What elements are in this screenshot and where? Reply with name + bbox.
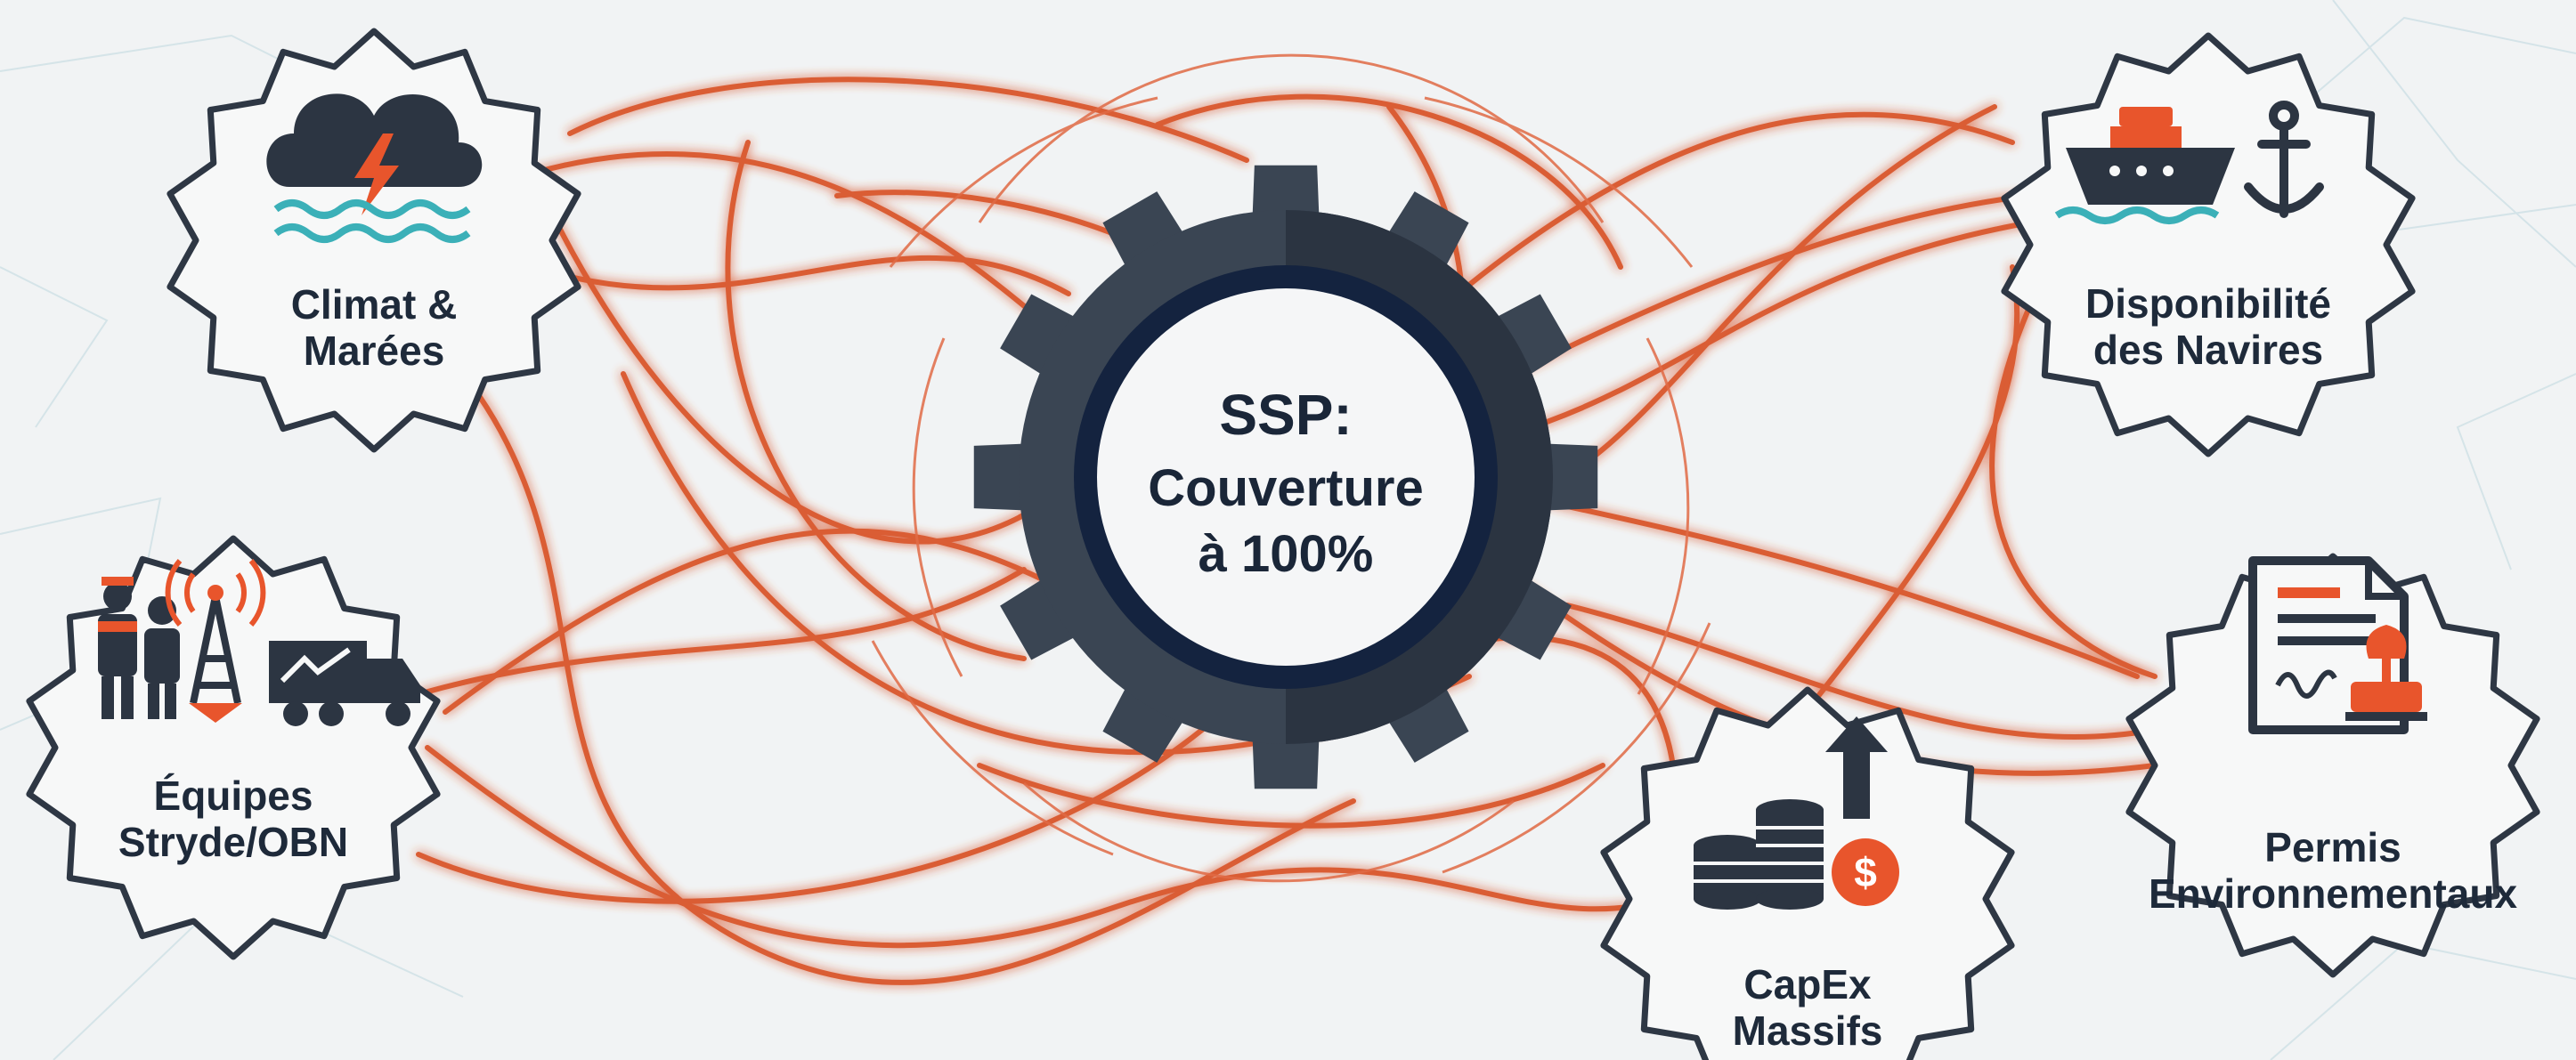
gear-tooth [1252, 165, 1320, 222]
concentric-arcs [871, 53, 1711, 883]
node-label-line1: CapEx [1743, 961, 1872, 1007]
gear-tooth [1000, 576, 1081, 660]
gear-tooth [1385, 682, 1469, 763]
gear-tooth [973, 443, 1030, 511]
node-label-line2: des Navires [2093, 327, 2323, 373]
node-label-line1: Équipes [154, 773, 313, 819]
central-gear: SSP: Couverture à 100% [973, 165, 1598, 789]
gear-tooth [1385, 191, 1469, 272]
coins-dollar-arrow-icon: $ [1694, 716, 1899, 910]
node-label-line2: Massifs [1733, 1007, 1883, 1054]
gear-tooth [1102, 682, 1187, 763]
node-label-line1: Disponibilité [2085, 280, 2331, 327]
gear-tooth [1491, 294, 1572, 378]
document-stamp-icon [2248, 556, 2427, 734]
node-label-line1: Climat & [291, 281, 458, 328]
badge-outline [2001, 32, 2416, 457]
node-label-line1: Permis [2264, 824, 2401, 870]
node-equipes: Équipes Stryde/OBN [26, 535, 441, 960]
svg-text:$: $ [1854, 849, 1877, 895]
storm-cloud-waves-icon [266, 93, 483, 243]
gear-tooth [1252, 732, 1320, 789]
node-capex: $ CapEx Massifs [1600, 686, 2015, 1060]
gear-tooth [1000, 294, 1081, 378]
node-label-line2: Marées [304, 328, 445, 374]
gear-tooth [1491, 576, 1572, 660]
workers-antenna-truck-icon [98, 559, 420, 726]
gear-tooth [1102, 191, 1187, 272]
badge-outline [26, 535, 441, 960]
gear-icon [973, 165, 1598, 789]
center-percentage: à 100% [1199, 525, 1374, 583]
badge-outline [167, 28, 581, 453]
node-navires: Disponibilité des Navires [2001, 32, 2416, 457]
badge-outline [2125, 553, 2540, 978]
center-title: SSP: [1219, 383, 1352, 447]
center-subtitle: Couverture [1148, 459, 1423, 517]
gear-tooth [1541, 443, 1598, 511]
ship-anchor-icon [2054, 101, 2324, 224]
node-climat: Climat & Marées [167, 28, 581, 453]
node-permis: Permis Environnementaux [2125, 553, 2540, 978]
node-label-line2: Environnementaux [2149, 870, 2518, 917]
node-label-line2: Stryde/OBN [118, 819, 348, 865]
